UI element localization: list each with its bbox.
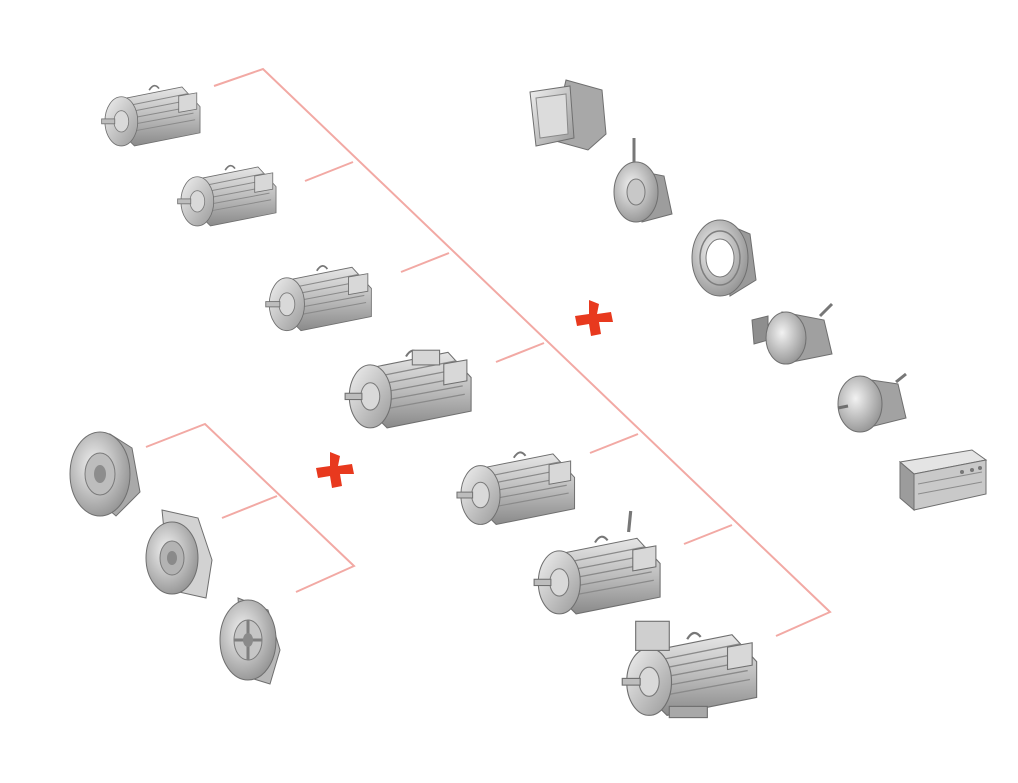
bearing-ring <box>691 219 757 297</box>
motor-6 <box>533 510 662 615</box>
motor-4 <box>344 349 473 429</box>
flange-3 <box>219 597 281 685</box>
flange-connector-tree <box>145 422 356 593</box>
motor-2 <box>176 164 277 227</box>
encoder <box>751 302 834 365</box>
flange-2 <box>145 509 213 599</box>
brake <box>613 138 673 223</box>
motor-5 <box>455 451 576 526</box>
motor-7 <box>621 620 758 719</box>
motor-3 <box>264 265 373 332</box>
plus-sign <box>575 300 613 336</box>
motor-1 <box>100 84 201 147</box>
fan-cowl <box>529 79 607 151</box>
motor-connector-tree <box>213 67 832 637</box>
terminal-box <box>898 449 988 512</box>
flange-1 <box>69 431 141 517</box>
tacho-generator <box>837 372 907 433</box>
plus-sign <box>316 452 354 488</box>
